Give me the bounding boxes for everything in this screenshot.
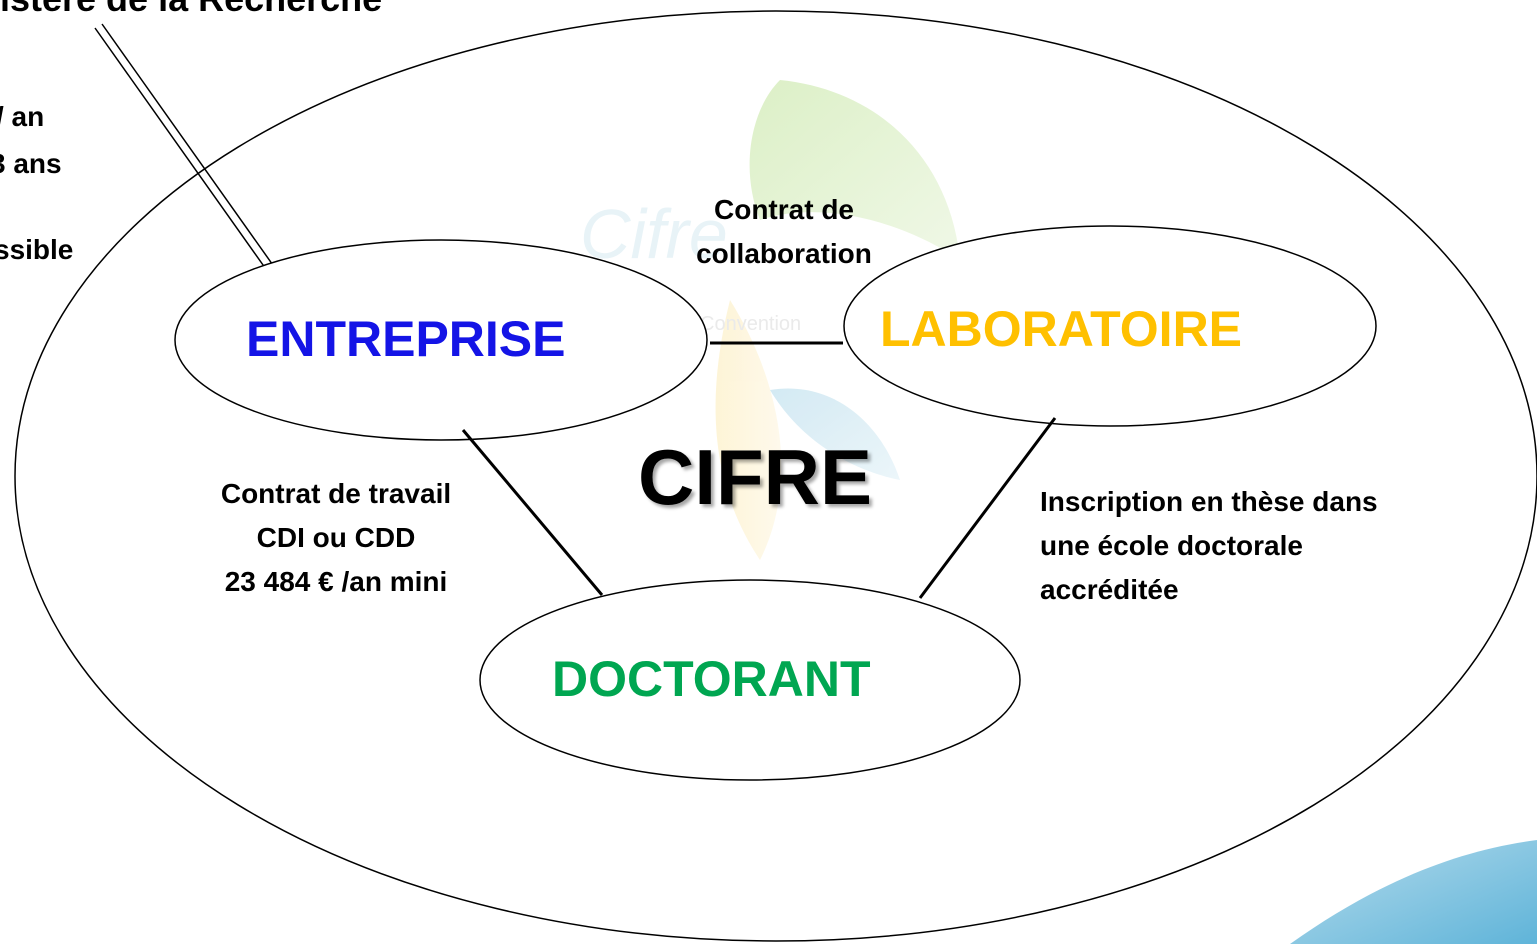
left-note-3: ssible (0, 234, 74, 265)
watermark-leaf-green (749, 80, 960, 260)
laboratoire-ellipse (843, 225, 1377, 427)
entreprise-label: ENTREPRISE (246, 311, 566, 367)
entreprise-ellipse (174, 239, 708, 441)
collaboration-line-2: collaboration (696, 238, 872, 269)
cifre-title: CIFRE (638, 433, 872, 521)
watermark-subtext: Convention (700, 313, 801, 335)
ministere-title: nistère de la Recherche (0, 0, 382, 20)
watermark-leaf-blue (770, 388, 900, 480)
laboratoire-label: LABORATOIRE (880, 301, 1243, 357)
corner-swoosh (1290, 840, 1537, 944)
inscription-line-3: accréditée (1040, 574, 1179, 605)
watermark-leaf-yellow (715, 300, 782, 560)
left-note-2: 3 ans (0, 148, 62, 179)
watermark-text: Cifre (580, 195, 728, 273)
travail-line-1: Contrat de travail (220, 478, 452, 509)
ministere-link-a (94, 27, 269, 273)
doctorant-label: DOCTORANT (552, 651, 871, 707)
collaboration-line-1: Contrat de (714, 194, 854, 225)
doctorant-ellipse (479, 579, 1021, 781)
travail-label: Contrat de travail CDI ou CDD 23 484 € /… (178, 472, 494, 604)
travail-line-3: 23 484 € /an mini (224, 566, 448, 597)
inscription-line-2: une école doctorale (1040, 530, 1303, 561)
outer-ellipse (14, 10, 1537, 942)
link-laboratoire-doctorant (918, 417, 1057, 599)
collaboration-label: Contrat de collaboration (666, 188, 902, 276)
inscription-label: Inscription en thèse dans une école doct… (1040, 480, 1500, 612)
ministere-link-b (101, 23, 276, 269)
left-note-1: / an (0, 101, 45, 132)
background-watermark (715, 80, 960, 560)
inscription-line-1: Inscription en thèse dans (1040, 486, 1378, 517)
link-entreprise-doctorant (461, 429, 604, 596)
travail-line-2: CDI ou CDD (256, 522, 416, 553)
